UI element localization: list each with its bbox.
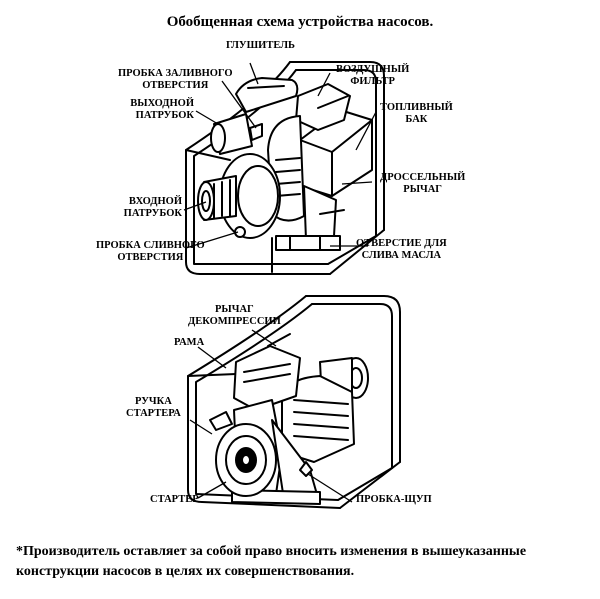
label-inlet: ВХОДНОЙ ПАТРУБОК [123,196,182,219]
label-muffler: ГЛУШИТЕЛЬ [226,40,295,51]
label-dipstick: ПРОБКА-ЩУП [356,494,432,505]
label-oil-drain: ОТВЕРСТИЕ ДЛЯ СЛИВА МАСЛА [356,238,447,261]
label-fill-plug: ПРОБКА ЗАЛИВНОГО ОТВЕРСТИЯ [118,68,233,91]
diagram-title: Обобщенная схема устройства насосов. [166,14,434,30]
pump2-starter [209,411,313,497]
pump2-frame [187,295,401,509]
manufacturer-footnote: *Производитель оставляет за собой право … [16,544,527,579]
label-drain-plug: ПРОБКА СЛИВНОГО ОТВЕРСТИЯ [96,240,205,263]
label-air-filter: ВОЗДУШНЫЙ ФИЛЬТР [336,64,410,87]
label-frame: РАМА [174,337,205,348]
label-decompression-lever: РЫЧАГ ДЕКОМПРЕССИИ [188,304,281,327]
pump1-engine [235,77,373,251]
leader-lines [183,62,377,503]
pump1-housing [197,113,281,239]
label-throttle-lever: ДРОССЕЛЬНЫЙ РЫЧАГ [380,172,466,195]
label-outlet: ВЫХОДНОЙ ПАТРУБОК [130,98,194,121]
label-fuel-tank: ТОПЛИВНЫЙ БАК [380,102,453,125]
label-starter: СТАРТЕР [150,494,199,505]
label-starter-handle: РУЧКА СТАРТЕРА [126,396,181,419]
